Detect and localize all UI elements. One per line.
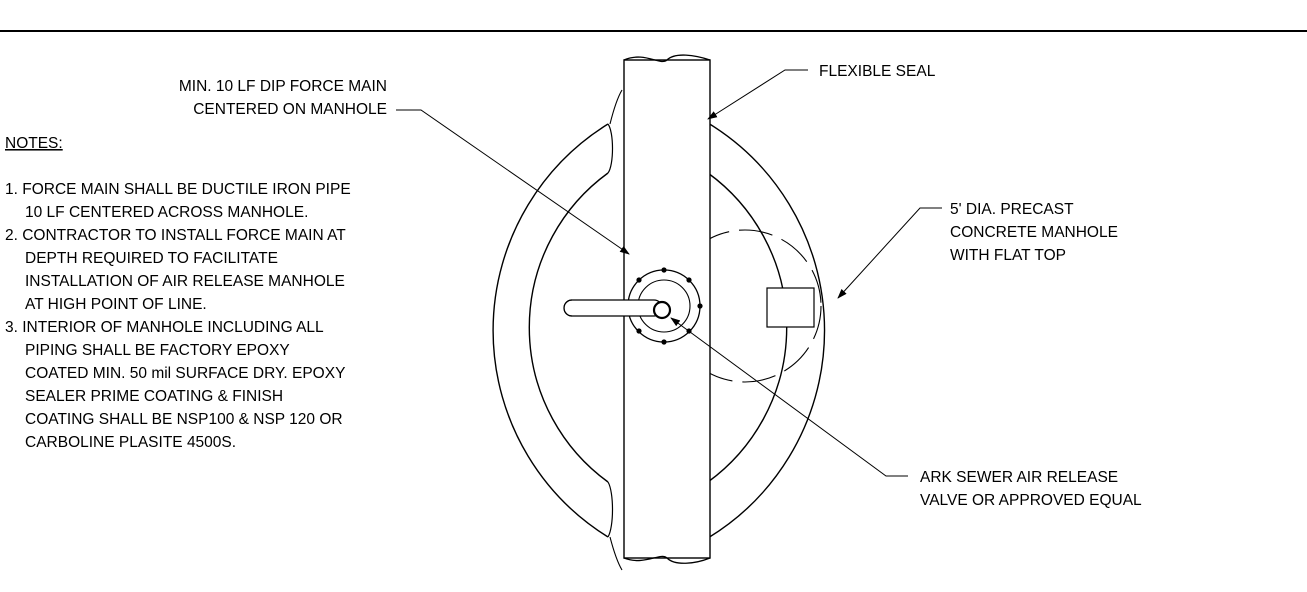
note-line: SEALER PRIME COATING & FINISH	[25, 388, 283, 405]
note-line: DEPTH REQUIRED TO FACILITATE	[25, 250, 278, 267]
leader-flexible-seal	[707, 69, 808, 120]
note-line: 3. INTERIOR OF MANHOLE INCLUDING ALL	[5, 319, 324, 336]
flexible-seal-bottom	[609, 536, 623, 571]
valve-outlet-arm	[563, 299, 663, 317]
label-manhole-line-2: CONCRETE MANHOLE	[950, 224, 1118, 241]
pipe-break-bottom	[623, 555, 711, 564]
label-manhole: 5' DIA. PRECAST CONCRETE MANHOLE WITH FL…	[950, 201, 1118, 264]
label-manhole-line-1: 5' DIA. PRECAST	[950, 201, 1074, 218]
note-line: 1. FORCE MAIN SHALL BE DUCTILE IRON PIPE	[5, 181, 351, 198]
notes-block: NOTES: 1. FORCE MAIN SHALL BE DUCTILE IR…	[5, 135, 351, 451]
notes-heading: NOTES:	[5, 135, 63, 152]
manhole-outer-wall-right	[707, 122, 826, 539]
label-flexible-seal: FLEXIBLE SEAL	[819, 63, 936, 80]
label-valve-line-2: VALVE OR APPROVED EQUAL	[920, 492, 1142, 509]
valve-body	[652, 300, 672, 320]
note-line: 10 LF CENTERED ACROSS MANHOLE.	[25, 204, 308, 221]
pipe-break-top	[623, 54, 711, 63]
note-line: AT HIGH POINT OF LINE.	[25, 296, 207, 313]
wall-opening-top-left	[607, 123, 614, 174]
manhole-inner-wall-left	[528, 172, 609, 483]
label-manhole-line-3: WITH FLAT TOP	[950, 247, 1066, 264]
leader-valve	[670, 317, 908, 477]
valve-outlet-tip	[563, 299, 573, 317]
label-force-main-line-1: MIN. 10 LF DIP FORCE MAIN	[179, 78, 387, 95]
leader-manhole	[837, 207, 942, 299]
flexible-seal-top	[609, 89, 623, 125]
label-force-main: MIN. 10 LF DIP FORCE MAIN CENTERED ON MA…	[179, 78, 387, 118]
note-line: 2. CONTRACTOR TO INSTALL FORCE MAIN AT	[5, 227, 346, 244]
leader-force-main	[396, 109, 630, 255]
label-valve-line-1: ARK SEWER AIR RELEASE	[920, 469, 1118, 486]
note-line: PIPING SHALL BE FACTORY EPOXY	[25, 342, 290, 359]
label-valve: ARK SEWER AIR RELEASE VALVE OR APPROVED …	[920, 469, 1142, 509]
manhole-outer-wall-left	[492, 123, 609, 538]
note-line: COATING SHALL BE NSP100 & NSP 120 OR	[25, 411, 343, 428]
wall-opening-bottom-left	[607, 481, 614, 538]
manhole-rung-box	[766, 287, 815, 328]
note-line: COATED MIN. 50 mil SURFACE DRY. EPOXY	[25, 365, 345, 382]
note-line: CARBOLINE PLASITE 4500S.	[25, 434, 236, 451]
label-force-main-line-2: CENTERED ON MANHOLE	[193, 101, 387, 118]
note-line: INSTALLATION OF AIR RELEASE MANHOLE	[25, 273, 345, 290]
